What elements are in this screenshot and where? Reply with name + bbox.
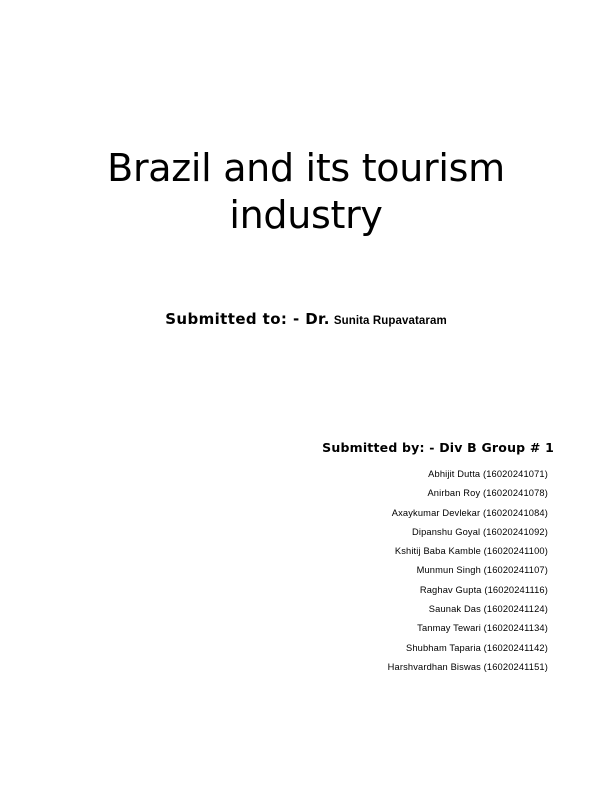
list-item: Dipanshu Goyal (16020241092) (412, 526, 548, 537)
list-item: Munmun Singh (16020241107) (416, 565, 548, 576)
list-item: Abhijit Dutta (16020241071) (428, 469, 548, 479)
list-item: Anirban Roy (16020241078) (427, 488, 548, 499)
list-item: Saunak Das (16020241124) (428, 604, 548, 615)
submitted-to-block: Submitted to: - Dr.Sunita Rupavataram (56, 309, 556, 328)
submitted-by-block: Submitted by: - Div B Group # 1 Abhijit … (322, 440, 554, 677)
list-item: Tanmay Tewari (16020241134) (417, 623, 548, 634)
professor-name: Sunita Rupavataram (333, 315, 447, 327)
page-title-line-2: industry (229, 193, 383, 238)
submitted-to-label: Submitted to: - Dr. (165, 310, 330, 328)
group-member-list: Abhijit Dutta (16020241071) Anirban Roy … (322, 465, 548, 677)
list-item: Axaykumar Devlekar (16020241084) (391, 507, 548, 518)
page-title-line-1: Brazil and its tourism (107, 146, 505, 191)
list-item: Shubham Taparia (16020241142) (405, 642, 548, 653)
list-item: Raghav Gupta (16020241116) (419, 584, 548, 595)
list-item: Kshitij Baba Kamble (16020241100) (394, 546, 548, 557)
page-title: Brazil and its tourism industry (56, 145, 556, 239)
list-item: Harshvardhan Biswas (16020241151) (387, 661, 548, 672)
submitted-by-heading: Submitted by: - Div B Group # 1 (322, 440, 554, 455)
